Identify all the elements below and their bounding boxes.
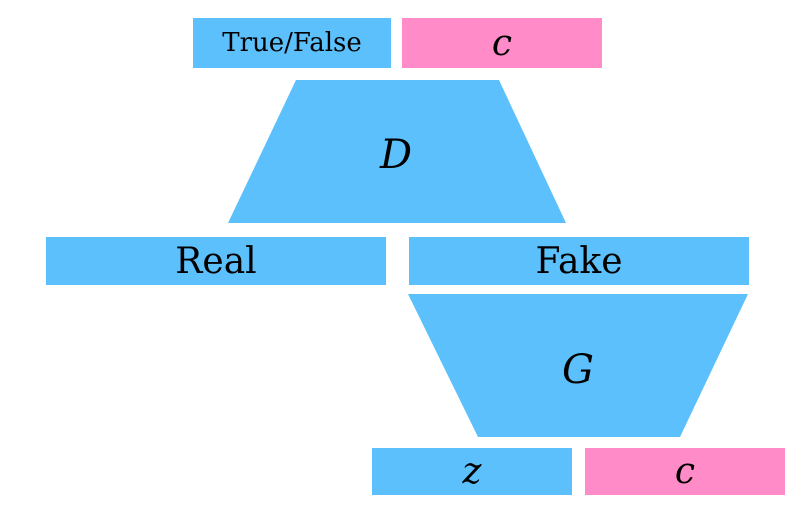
noise-input-label: z (462, 451, 482, 492)
generator-label: G (562, 347, 594, 393)
discriminator-condition-label: c (491, 22, 513, 64)
real-sample-label: Real (175, 240, 257, 282)
generator-condition-box: c (585, 448, 785, 495)
fake-sample-box: Fake (409, 237, 749, 285)
discriminator-output-box: True/False (193, 18, 391, 68)
real-sample-box: Real (46, 237, 386, 285)
discriminator-label: D (379, 132, 413, 178)
noise-input-box: z (372, 448, 572, 495)
generator-condition-label: c (674, 451, 696, 492)
discriminator-condition-box: c (402, 18, 602, 68)
generator-trapezoid (408, 294, 748, 437)
discriminator-output-label: True/False (222, 28, 362, 58)
discriminator-trapezoid (228, 80, 566, 223)
fake-sample-label: Fake (535, 240, 623, 282)
